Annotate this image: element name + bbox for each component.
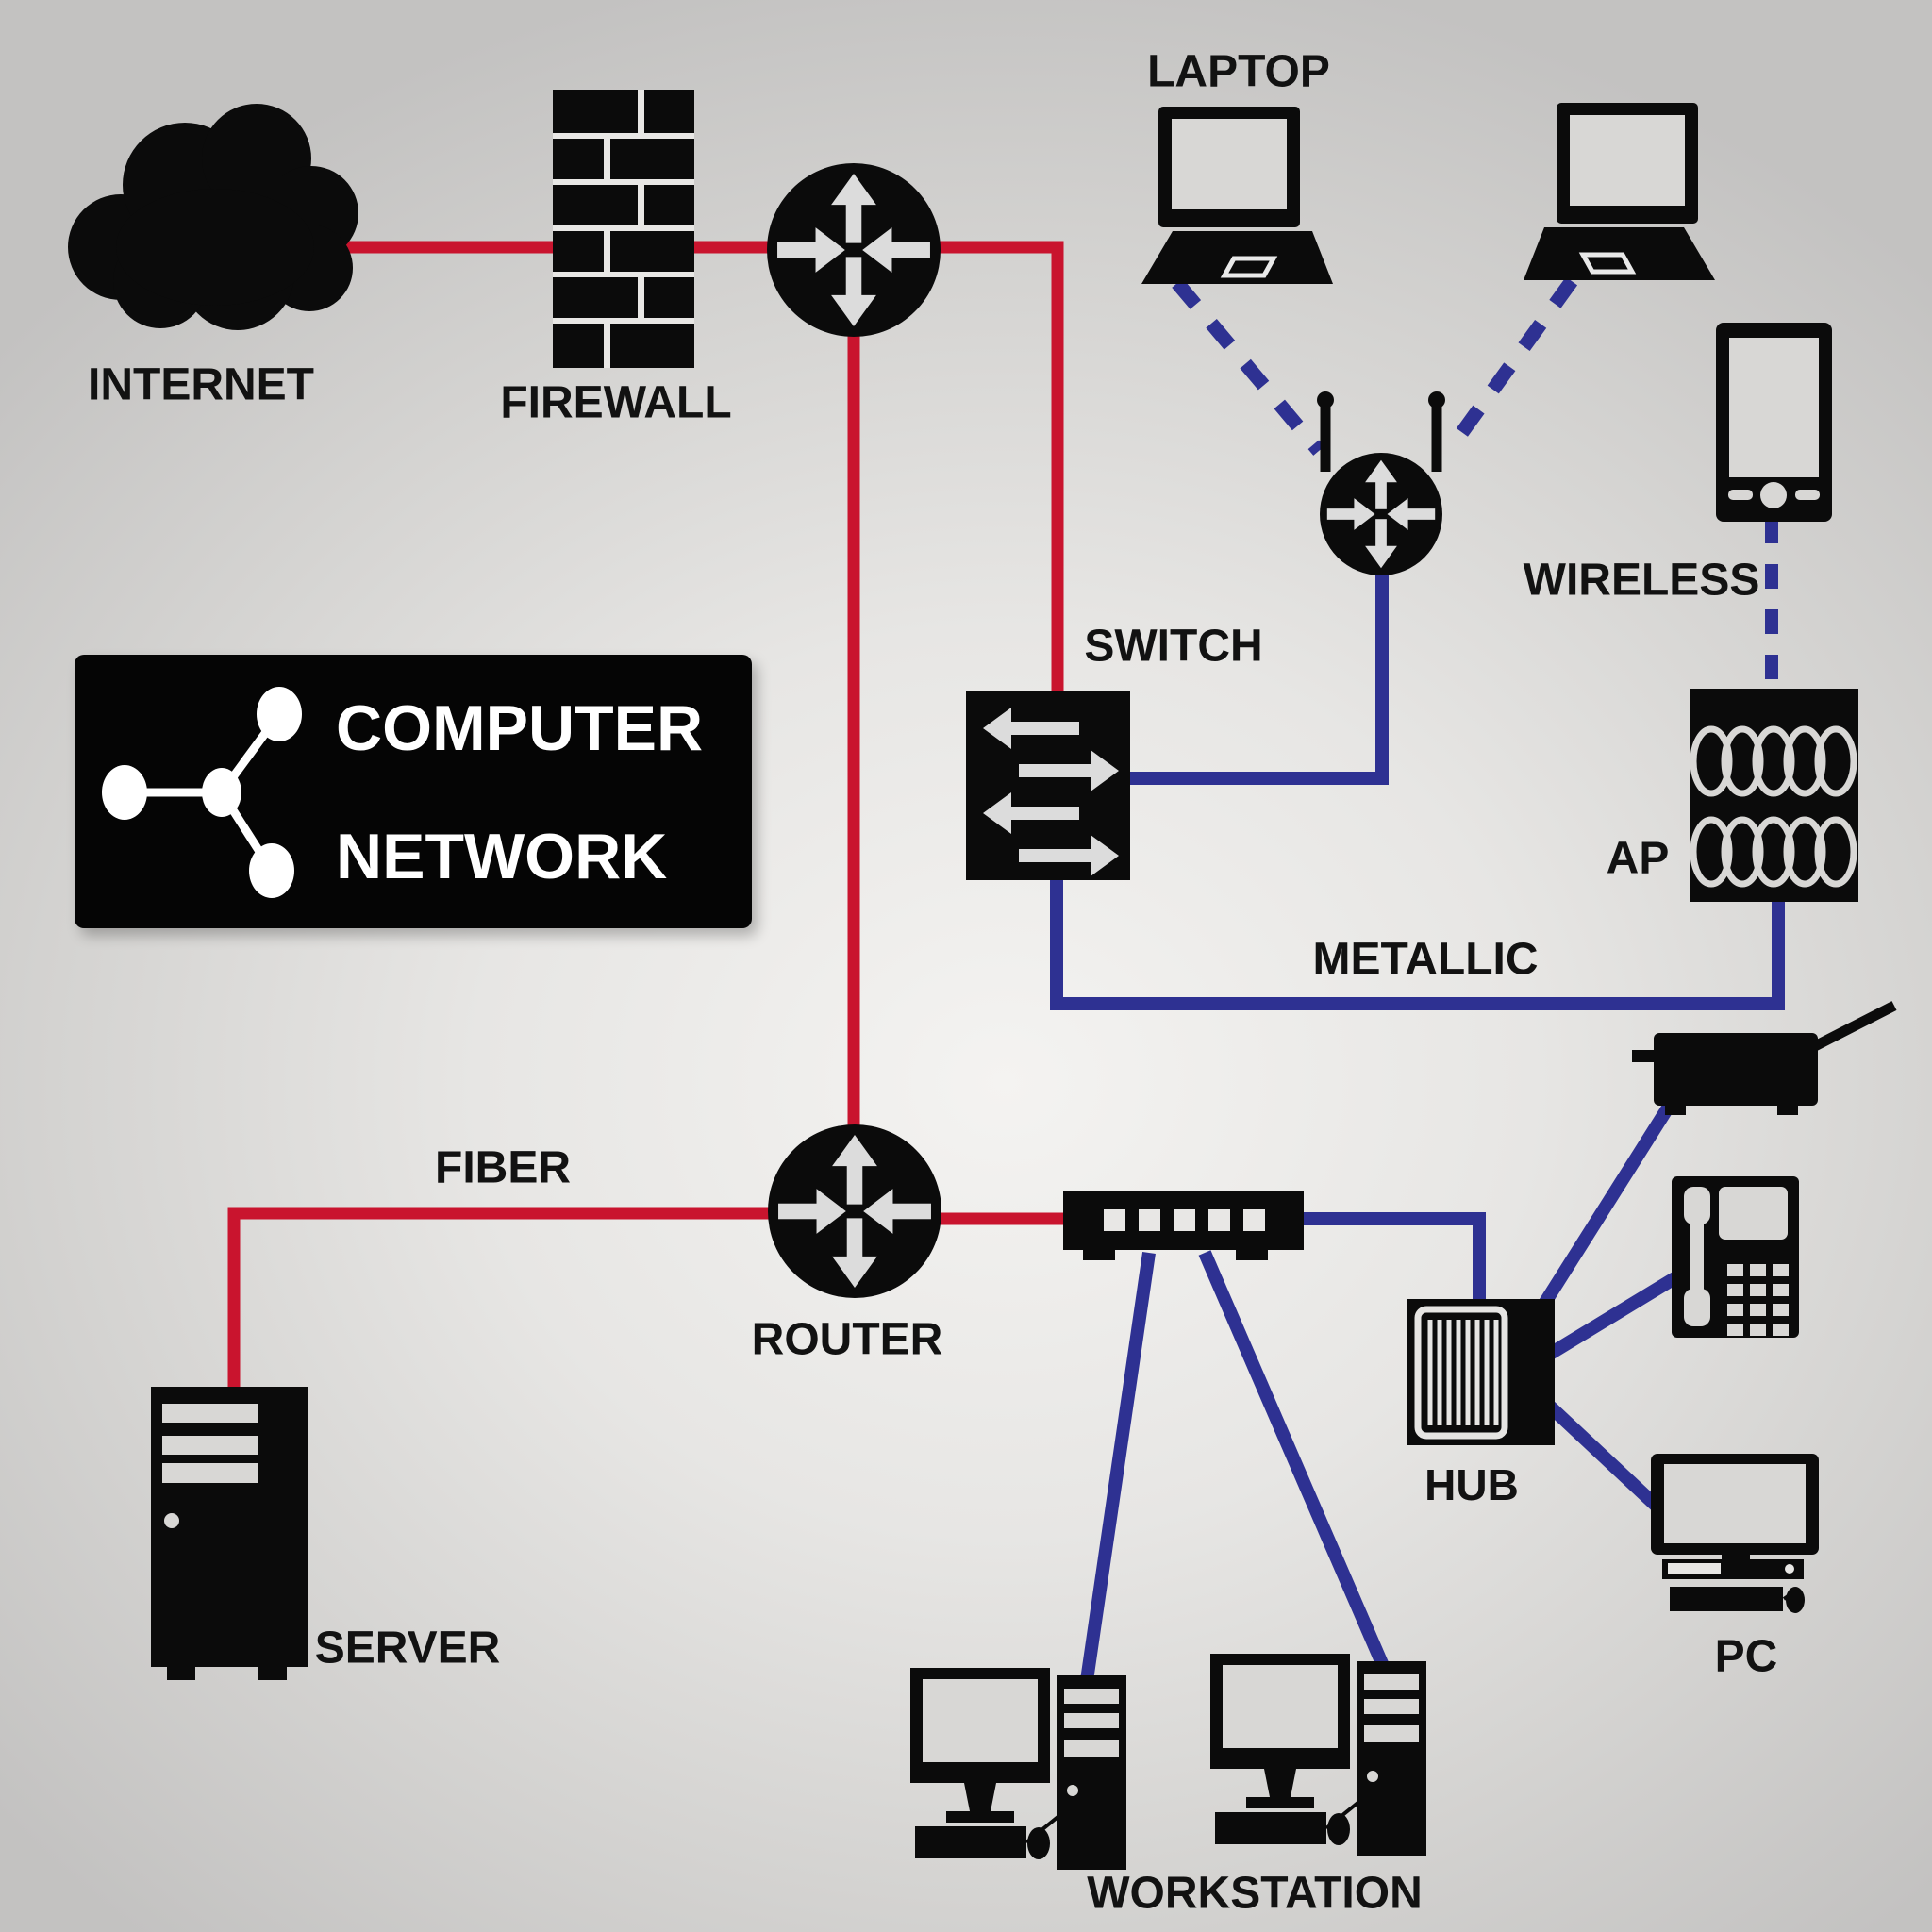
link-laptop2-wirelessrouter-dashed	[1446, 276, 1578, 450]
switch-icon	[966, 691, 1130, 880]
hub-icon	[1407, 1299, 1555, 1445]
metallic-label: METALLIC	[1312, 934, 1539, 985]
link-lanswitch-hub	[1297, 1212, 1486, 1307]
server-icon	[151, 1387, 308, 1680]
firewall-label: FIREWALL	[500, 377, 732, 428]
workstation-1-icon	[908, 1666, 1128, 1872]
link-lanswitch-workstation1	[1078, 1251, 1156, 1695]
cloud-icon	[68, 104, 358, 330]
link-routerbottom-server-fiber	[227, 1207, 774, 1396]
link-switch-wirelessrouter	[1123, 566, 1389, 785]
access-point-icon	[1690, 689, 1858, 902]
fiber-label: FIBER	[435, 1142, 571, 1193]
pc-icon	[1651, 1454, 1819, 1613]
pc-label: PC	[1714, 1631, 1778, 1682]
link-lanswitch-workstation2	[1198, 1250, 1393, 1677]
printer-icon	[1632, 1001, 1897, 1115]
hub-label: HUB	[1424, 1460, 1519, 1509]
link-hub-printer	[1534, 1098, 1677, 1315]
wireless-router-icon	[1317, 391, 1445, 575]
logo-text-line1: COMPUTER	[336, 692, 704, 764]
router-label: ROUTER	[751, 1314, 943, 1365]
network-molecule-icon	[102, 687, 302, 898]
smartphone-icon	[1716, 323, 1832, 522]
laptop-2-icon	[1524, 103, 1715, 280]
workstation-label: WORKSTATION	[1087, 1868, 1423, 1919]
link-laptop1-wirelessrouter-dashed	[1172, 278, 1324, 456]
link-hub-pc	[1542, 1398, 1670, 1520]
links	[227, 241, 1785, 1695]
ap-label: AP	[1606, 833, 1670, 884]
laptop-1-icon	[1141, 107, 1333, 284]
wireless-label: WIRELESS	[1523, 555, 1760, 606]
router-bottom-icon	[768, 1124, 941, 1298]
link-switch-ap-metallic	[1050, 873, 1785, 1010]
laptop-label: LAPTOP	[1147, 46, 1330, 97]
firewall-brick-icon	[553, 90, 694, 368]
switch-label: SWITCH	[1084, 621, 1263, 672]
computer-network-logo: COMPUTER NETWORK	[75, 655, 752, 928]
server-label: SERVER	[314, 1623, 501, 1674]
router-top-icon	[767, 163, 941, 337]
workstation-2-icon	[1208, 1652, 1428, 1857]
logo-text-line2: NETWORK	[336, 821, 668, 892]
internet-label: INTERNET	[88, 359, 314, 410]
desk-phone-icon	[1672, 1176, 1799, 1338]
five-port-switch-icon	[1063, 1191, 1304, 1260]
